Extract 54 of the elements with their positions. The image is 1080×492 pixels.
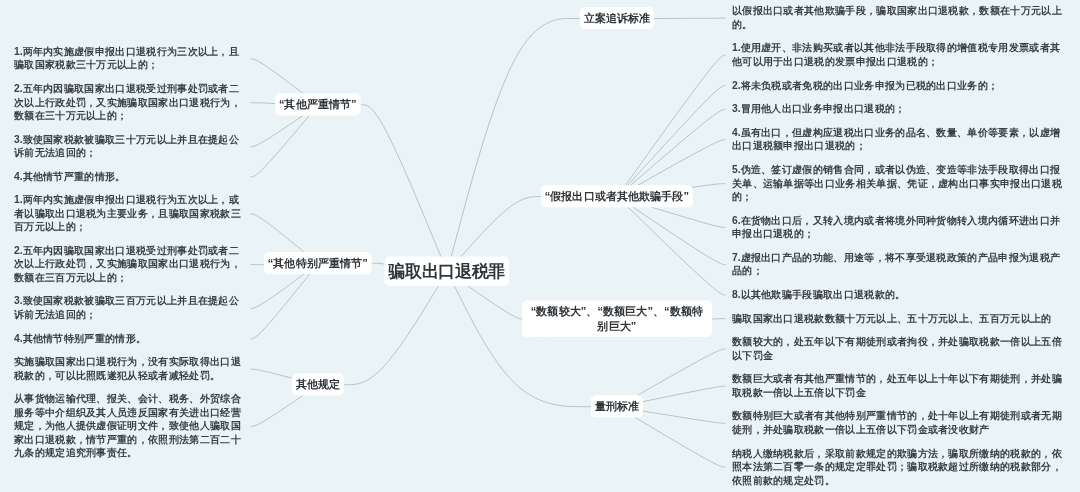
connector — [691, 183, 727, 188]
node-text: 4.其他情节特别严重的情形。 — [14, 332, 147, 344]
connector — [642, 385, 727, 403]
connector — [250, 394, 305, 427]
connector — [250, 114, 305, 147]
connector — [343, 285, 440, 386]
node-text: 数额特别巨大或者有其他特别严重情节的，处十年以上有期徒刑或者无期徒刑，并处骗取税款一倍以上五倍以下罚金或者没收财产 — [732, 409, 1063, 436]
node-text: 4.其他情节严重的情形。 — [14, 170, 127, 183]
node-text: 2.五年内因骗取国家出口退税受过刑事处罚或者二次以上行政处罚，又实施骗取国家出口退税行为，数额在三百万元以上的； — [14, 244, 242, 284]
connector — [629, 109, 727, 187]
connector — [634, 416, 727, 468]
node-text: 以假报出口或者其他欺骗手段，骗取国家出口退税款，数额在十万元以上的。 — [732, 4, 1063, 31]
connector — [250, 58, 306, 95]
node-text: 1.使用虚开、非法购买或者以其他非法手段取得的增值税专用发票或者其他可以用于出口退税的发票申报出口退税的； — [732, 41, 1061, 68]
node-text: 2.五年内因骗取国家出口退税受过刑事处罚或者二次以上行政处罚，又实施骗取国家出口退税行为，数额在三十万元以上的； — [14, 82, 242, 122]
node-text: 8.以其他欺骗手段骗取出口退税款的。 — [732, 288, 906, 301]
node-text: 3.致使国家税款被骗取三十万元以上并且在提起公诉前无法追回的； — [14, 133, 240, 159]
connector — [628, 206, 727, 296]
connector — [360, 104, 443, 259]
node-text: 3.冒用他人出口业务申报出口退税的； — [732, 102, 906, 115]
node-text: 骗取国家出口退税款数额十万元以上、五十万元以上、五百万元以上的 — [732, 311, 1053, 324]
node-text: 7.虚报出口产品的功能、用途等，将不享受退税政策的产品申报为退税产品的； — [732, 251, 1061, 277]
node-text: 实施骗取国家出口退税行为，没有实际取得出口退税款的，可以比照既遂犯从轻或者减轻处罚。 — [14, 355, 242, 382]
node-text: 1.两年内实施虚假申报出口退税行为五次以上，或者以骗取出口退税为主要业务，且骗取国家税款三百万元以上的； — [14, 193, 242, 233]
connector — [250, 368, 294, 379]
connector — [371, 262, 387, 265]
connector — [467, 285, 524, 320]
node-text: 数额较大的，处五年以下有期徒刑或者拘役，并处骗取税款一倍以上五倍以下罚金 — [732, 335, 1063, 361]
connector — [636, 139, 727, 187]
connector — [635, 348, 727, 397]
connector — [450, 18, 582, 259]
node-text: 4.虽有出口，但虚构应退税出口业务的品名、数量、单价等要素，以虚增出口退税额申报出口退税的； — [732, 126, 1061, 152]
connector — [653, 17, 727, 19]
connector — [250, 273, 306, 309]
connector — [632, 206, 727, 265]
connector — [642, 410, 727, 424]
node-text: 5.伪造、签订虚假的销售合同，或者以伪造、变造等非法手段取得出口报关单、运输单据等出口业务相关单据、凭证，虚构出口事实申报出口退税的； — [732, 163, 1063, 203]
node-text: 6.在货物出口后，又转入境内或者将境外同种货物转入境内循环进出口并申报出口退税的； — [732, 214, 1061, 240]
connector — [250, 102, 277, 105]
node-text: 1.两年内实施虚假申报出口退税行为三次以上，且骗取国家税款三十万元以上的； — [14, 45, 240, 71]
connector — [624, 54, 727, 187]
node-text: 3.致使国家税款被骗取三百万元以上并且在提起公诉前无法追回的； — [14, 294, 240, 321]
connector — [460, 196, 543, 259]
connector — [651, 206, 727, 228]
connector — [250, 264, 266, 266]
connector — [711, 318, 727, 320]
connector — [454, 285, 593, 408]
node-text: 数额巨大或者有其他严重情节的，处五年以上十年以下有期徒刑，并处骗取税款一倍以上五倍以下罚金 — [732, 372, 1063, 399]
node-text: 从事货物运输代理、报关、会计、税务、外贸综合服务等中介组织及其人员违反国家有关进出口经营规定，为他人提供虚假证明文件，致使他人骗取国家出口退税款，情节严重的，依照刑法第二百二十九条的规定追究刑事责任。 — [14, 392, 242, 459]
node-text: 2.将未负税或者免税的出口业务申报为已税的出口业务的； — [732, 78, 999, 91]
connector — [626, 85, 727, 187]
connector — [250, 114, 311, 178]
node-text: 纳税人缴纳税款后，采取前款规定的欺骗方法，骗取所缴纳的税款的，依照本法第二百零一条的规定定罪处罚；骗取税款超过所缴纳的税款部分，依照前款的规定处罚。 — [732, 447, 1063, 486]
connector — [250, 273, 311, 340]
